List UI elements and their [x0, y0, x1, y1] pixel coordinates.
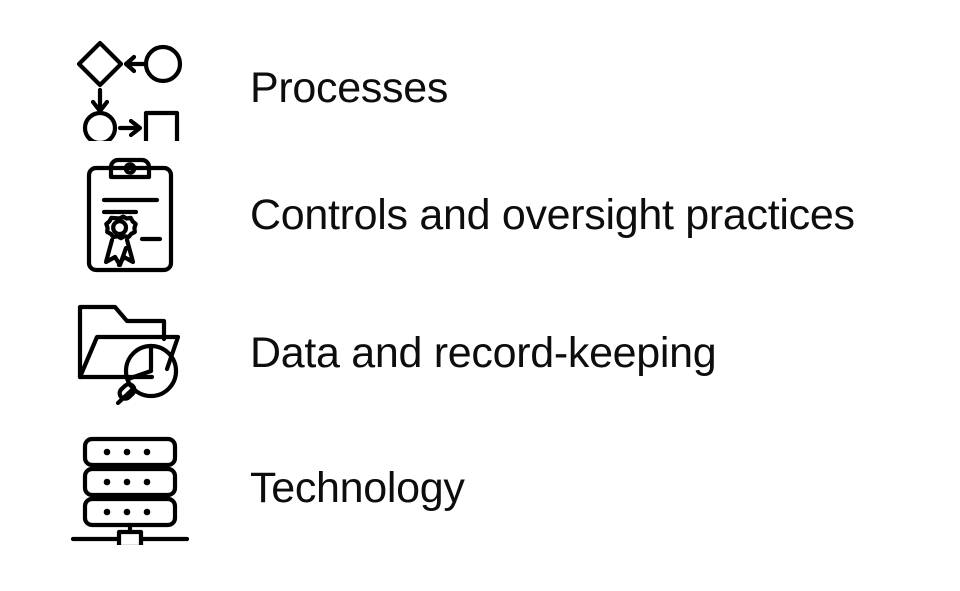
- server-rack-network-icon-cell: [0, 433, 250, 545]
- list-item: Controls and oversight practices: [0, 155, 960, 277]
- list-item: Processes: [0, 33, 960, 145]
- list-item-label: Controls and oversight practices: [250, 191, 855, 240]
- list-item: Technology: [0, 430, 960, 548]
- folder-magnifier-piechart-icon-cell: [0, 299, 250, 409]
- process-flowchart-icon: [76, 40, 183, 141]
- folder-magnifier-piechart-icon: [77, 304, 181, 406]
- process-flowchart-icon-cell: [0, 37, 250, 141]
- list-item-label: Technology: [250, 464, 465, 513]
- server-rack-network-icon: [70, 436, 190, 545]
- clipboard-certificate-icon-cell: [0, 156, 250, 276]
- clipboard-certificate-icon: [86, 157, 174, 273]
- list-item-label: Processes: [250, 64, 449, 113]
- list-item-label: Data and record-keeping: [250, 329, 717, 378]
- list-item: Data and record-keeping: [0, 295, 960, 413]
